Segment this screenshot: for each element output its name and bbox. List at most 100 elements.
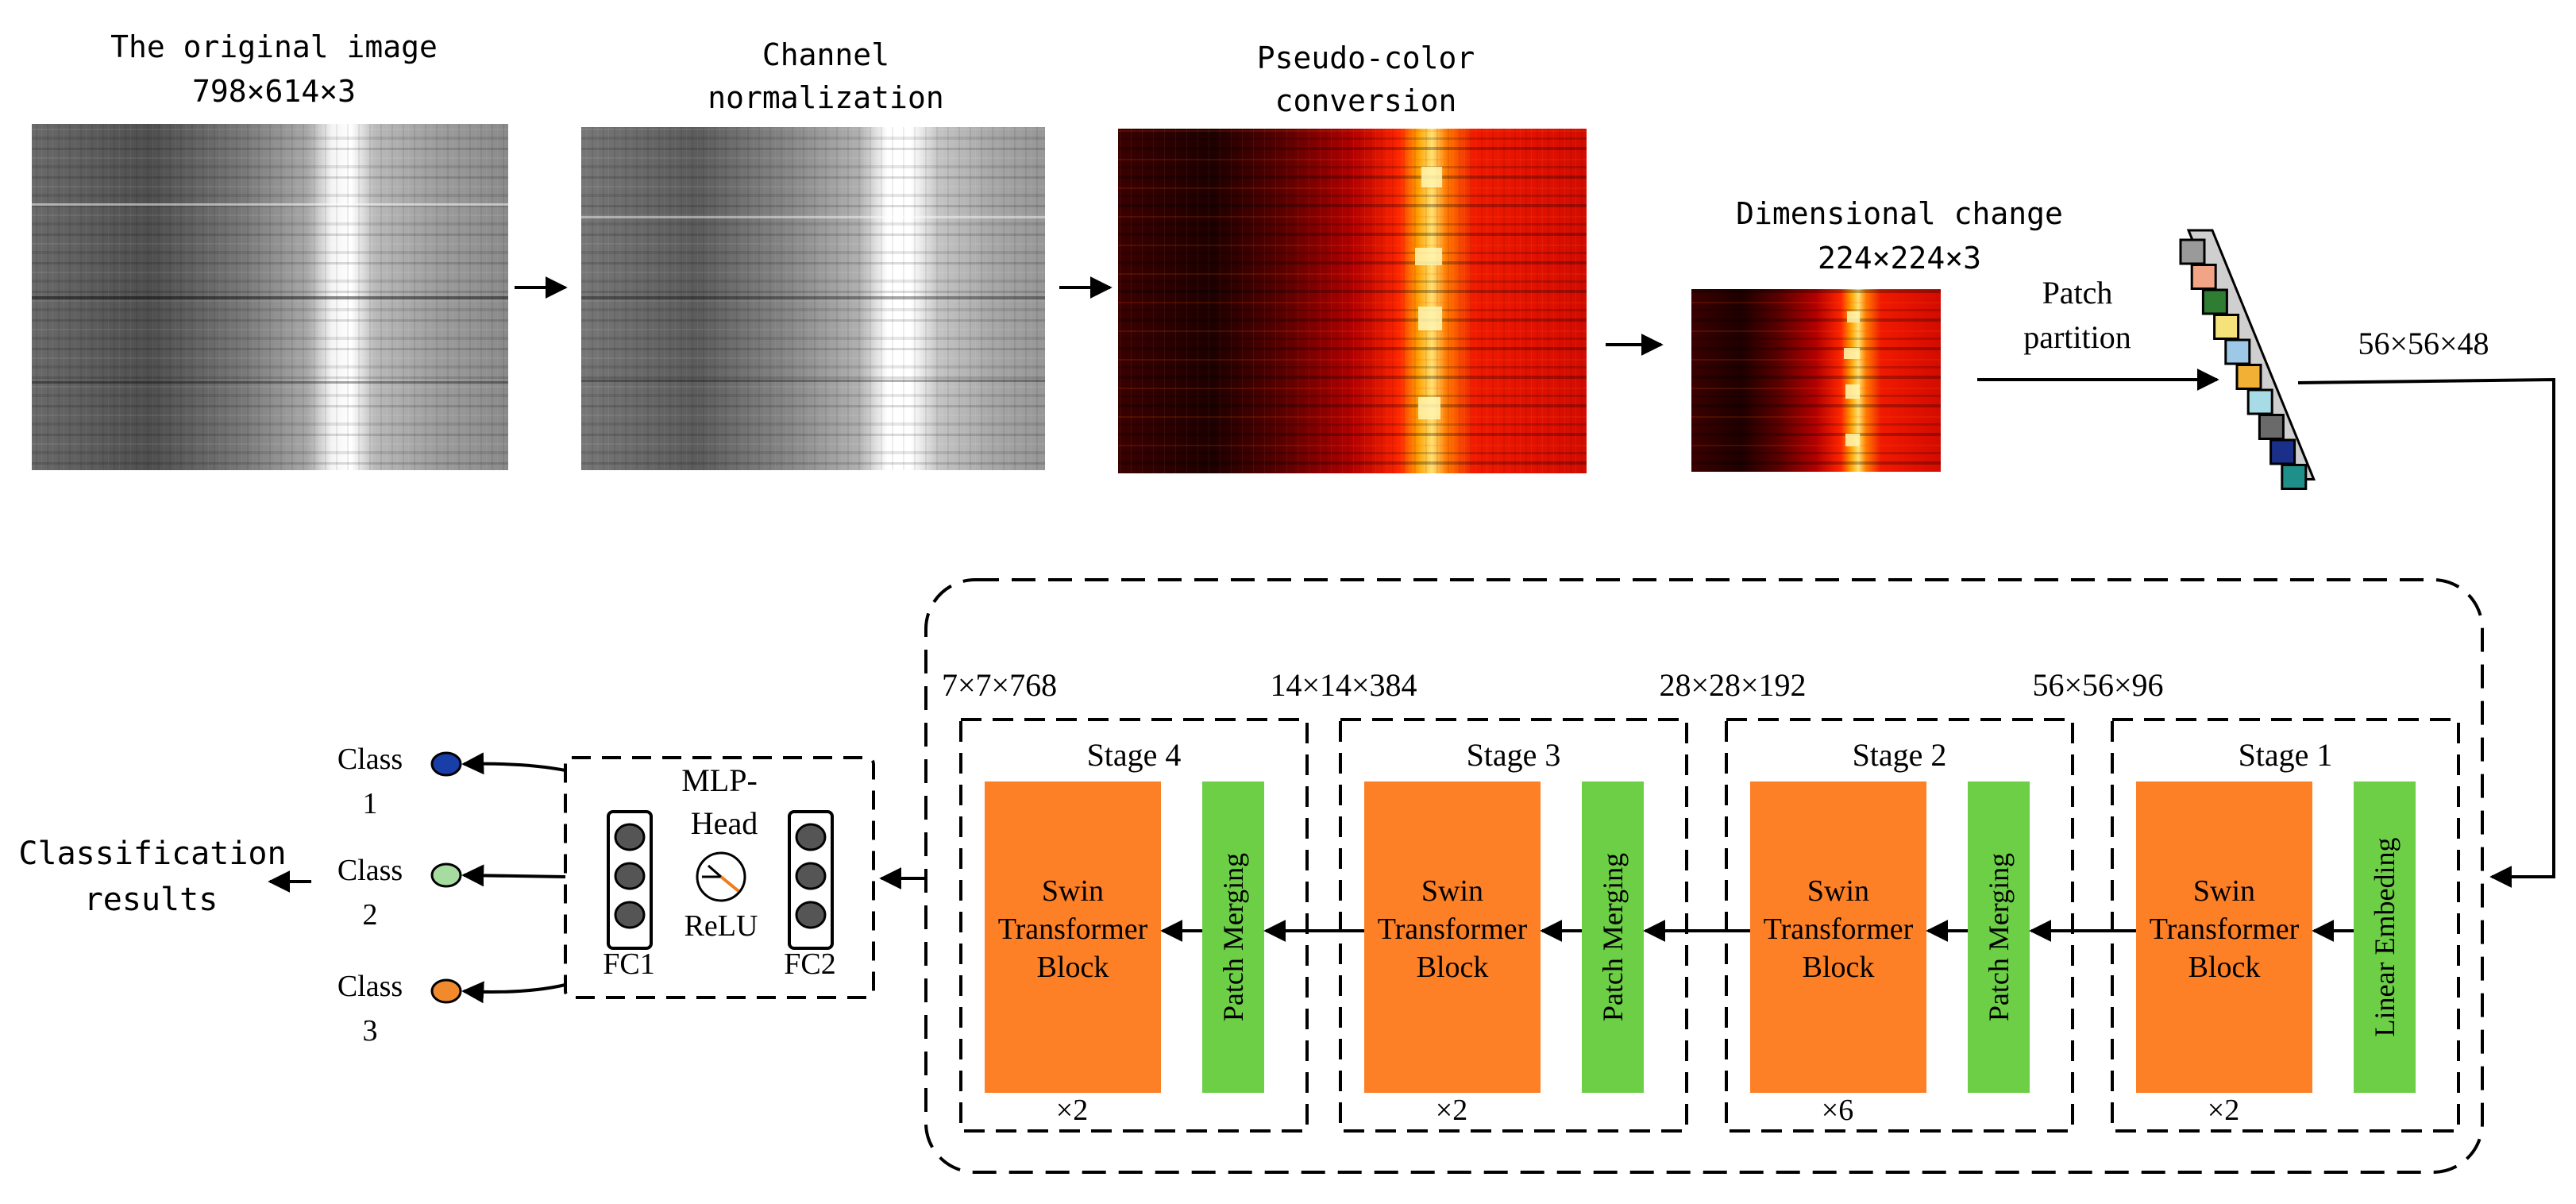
resize-title: Dimensional change [1736,196,2063,231]
swin-transformer-block [1364,781,1541,1093]
patch-token-cell [2258,414,2285,440]
stage-title: Stage 3 [1467,737,1561,773]
stage-repeat-count: ×2 [1056,1094,1088,1127]
swin-block-label: Block [2188,951,2261,984]
stage-frame [959,718,1309,1133]
swin-block-label: Transformer [1764,913,1914,946]
class-output-2: Class 2 [337,854,566,932]
stage-frame [1339,718,1688,1133]
relu-activation-icon [696,851,746,902]
arrow-mlp-to-class [461,864,566,887]
stage-embedding-bar [1968,781,2030,1093]
class-label: Class [337,970,403,1003]
patch-token-cell [2201,288,2228,315]
original-spectrogram-image [32,124,508,470]
pseudocolor-spectrogram-image [1118,129,1587,473]
fc1-neuron [614,901,646,929]
classification-results-label: Classification results [18,835,286,918]
patch-partition-line1: Patch [2042,275,2113,311]
fc2-neuron [795,823,827,851]
fc1-neuron [614,823,646,851]
original-image-panel: The original image 798×614×3 [32,29,508,470]
swin-block-label: Block [1417,951,1489,984]
patch-token-cell [2281,464,2308,490]
class-number: 3 [363,1014,378,1048]
swin-transformer-block [2136,781,2312,1093]
swin-backbone-frame [924,578,2484,1174]
arrow-mlp-to-class [461,752,566,775]
patch-token-cell [2235,364,2262,390]
stage-repeat-count: ×6 [1822,1094,1853,1127]
patch-token-cell [2269,438,2296,465]
stage-output-dim: 28×28×192 [1659,667,1806,703]
arrow-mlp-to-class [461,981,566,1004]
stage-embedding-bar [1582,781,1644,1093]
fc2-label: FC2 [784,947,835,981]
fc1-label: FC1 [603,947,654,981]
patch-token-cell [2179,238,2206,265]
swin-transformer-block [1750,781,1926,1093]
patch-token-strip [2179,229,2316,490]
patch-output-dim: 56×56×48 [2358,326,2489,361]
stage-frame [2111,718,2460,1133]
stage-title: Stage 2 [1853,737,1947,773]
patch-token-cell [2213,314,2240,340]
fc2-neuron [795,901,827,929]
class-node-icon [430,862,462,888]
class-node-icon [430,978,462,1004]
stage-repeat-count: ×2 [1436,1094,1467,1127]
patch-token-cell [2224,338,2251,365]
swin-block-label: Swin [2193,874,2255,908]
results-line1: Classification [18,835,286,872]
swin-block-label: Block [1037,951,1109,984]
resize-size: 224×224×3 [1818,241,1981,276]
fc1-neuron [614,862,646,890]
swin-block-label: Transformer [998,913,1148,946]
stage-bar-label: Patch Merging [1983,853,2015,1021]
mlp-head: MLP- Head FC1 FC2 ReLU [564,756,875,999]
class-output-3: Class 3 [337,970,566,1048]
patch-partition-label: Patch partition [2023,275,2131,355]
original-image-size: 798×614×3 [192,74,356,109]
class-label: Class [337,854,403,887]
stage-frame [1725,718,2074,1133]
mlp-head-title-line2: Head [691,805,758,841]
stage-output-dim: 7×7×768 [942,667,1057,703]
results-line2: results [84,882,218,918]
stage-bar-label: Linear Embeding [2369,838,2401,1037]
pseudocolor-panel: Pseudo-color conversion [1118,41,1587,473]
normalization-title-line2: normalization [708,80,943,115]
normalized-spectrogram-image [581,127,1045,470]
fc1-layer: FC1 [603,810,655,981]
normalization-title-line1: Channel [762,37,889,72]
mlp-head-title-line1: MLP- [681,762,758,798]
class-label: Class [337,743,403,776]
swin-block-label: Transformer [1378,913,1528,946]
swin-block-label: Transformer [2150,913,2300,946]
swin-transformer-block [985,781,1161,1093]
class-number: 2 [363,898,378,932]
stage-embedding-bar [2354,781,2416,1093]
stage-title: Stage 4 [1087,737,1182,773]
swin-block-label: Swin [1042,874,1104,908]
stage-repeat-count: ×2 [2208,1094,2239,1127]
patch-token-cell [2190,264,2217,290]
swin-block-label: Swin [1807,874,1869,908]
class-node-icon [430,751,462,777]
normalization-panel: Channel normalization [581,37,1045,470]
stage-output-dim: 14×14×384 [1270,667,1417,703]
resized-spectrogram-image [1691,289,1941,472]
stage-bar-label: Patch Merging [1597,853,1629,1021]
patch-token-cell [2246,388,2273,415]
pseudocolor-title-line1: Pseudo-color [1257,41,1475,75]
stage-output-dim: 56×56×96 [2032,667,2163,703]
swin-block-label: Swin [1421,874,1483,908]
stage-embedding-bar [1202,781,1264,1093]
swin-block-label: Block [1803,951,1875,984]
